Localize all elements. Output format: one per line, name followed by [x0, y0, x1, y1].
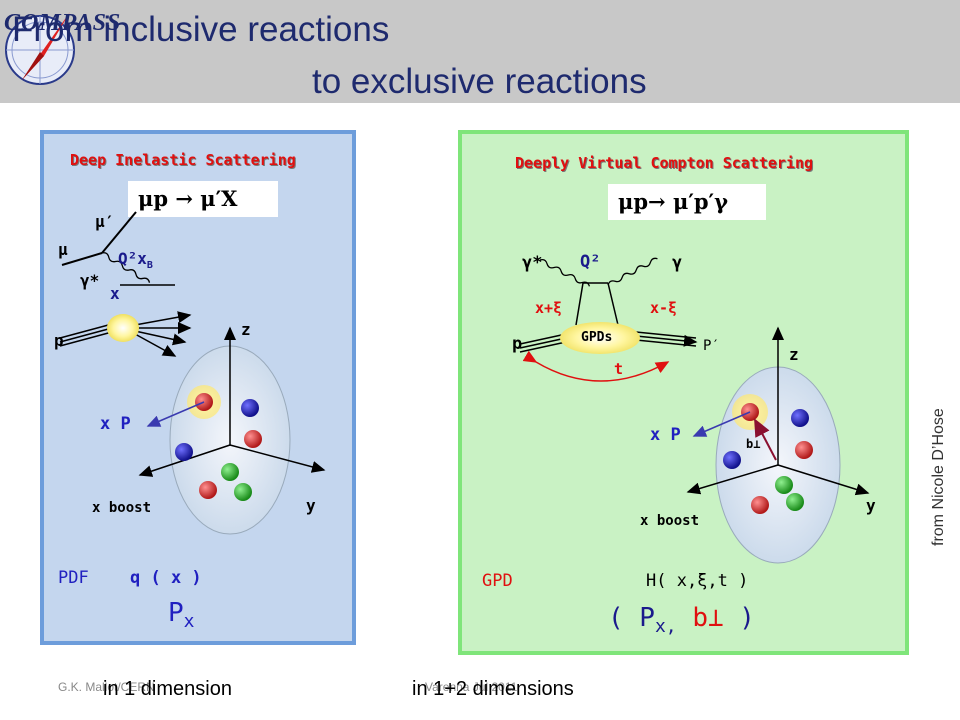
t-label: t [614, 360, 624, 378]
pdf-label: PDF [58, 568, 89, 588]
xP-label: x P [100, 414, 131, 434]
proton-label: p [54, 331, 64, 350]
p-prime-label: P′ [703, 338, 720, 354]
gpd-label: GPD [482, 571, 513, 591]
gamma-label: γ [672, 253, 683, 273]
mu-in-label: μ [58, 240, 68, 259]
xboost-label: x boost [92, 500, 152, 516]
compass-logo [5, 12, 75, 85]
dvcs-diagram [519, 257, 870, 564]
virtual-photon-line [539, 258, 591, 287]
pdf-function: q ( x ) [130, 568, 202, 588]
real-photon-line [607, 257, 658, 286]
y-axis [777, 464, 870, 496]
gpd-function: H( x,ξ,t ) [646, 571, 749, 591]
gpds-label: GPDs [581, 330, 613, 345]
footer-author: G.K. Mallot/CERN [58, 680, 155, 694]
b-perp-arrow [754, 418, 777, 461]
b-perp-label: b⊥ [746, 437, 761, 451]
y-axis [229, 444, 326, 473]
xboost-label: x boost [640, 513, 700, 529]
y-axis-label: y [306, 496, 316, 515]
dvcs-title: Deeply Virtual Compton Scattering [515, 154, 814, 172]
proton-blob [107, 314, 139, 342]
gpd-blob [560, 322, 640, 354]
q2xb-label: Q²xB [118, 249, 153, 272]
pxb-label: ( Px, b⊥ ) [608, 603, 755, 638]
xP-arrow [146, 401, 205, 427]
dis-reaction: μp → μ′X [128, 181, 278, 217]
footer-venue: Varenna Jul 2011 [425, 680, 518, 694]
slide-title-line2: to exclusive reactions [312, 62, 647, 101]
x-label: x [110, 284, 120, 303]
xP-label: x P [650, 425, 681, 445]
dis-diagram [59, 211, 326, 535]
xP-arrow [692, 411, 751, 437]
px-label: Px [168, 598, 195, 633]
y-axis-label: y [866, 496, 876, 515]
logo-text: COMPASS [4, 10, 122, 36]
z-axis-label: z [241, 320, 251, 339]
muon-out-line [101, 211, 137, 254]
gamma-star-label: γ* [80, 271, 100, 290]
q2-label: Q² [580, 252, 601, 272]
virtual-photon-line [101, 252, 151, 283]
x-minus-xi-label: x-ξ [650, 299, 678, 317]
muon-in-line [61, 252, 103, 266]
credit-text: from Nicole D’Hose [930, 408, 947, 546]
t-arrow [522, 350, 670, 382]
z-axis-label: z [789, 345, 799, 364]
proton-label: p [512, 334, 523, 354]
mu-out-label: μ′ [95, 212, 115, 231]
dvcs-reaction: μp→ μ′p′γ [608, 184, 766, 220]
left-caption: in 1 dimension [103, 678, 232, 700]
dis-title: Deep Inelastic Scattering [70, 151, 296, 169]
slide-title-line1: From inclusive reactions [12, 10, 390, 49]
x-axis [686, 464, 779, 495]
x-plus-xi-label: x+ξ [535, 299, 563, 317]
gamma-star-label: γ* [522, 253, 543, 273]
right-caption: in 1+2 dimensions [412, 678, 574, 700]
title-bar [0, 0, 960, 103]
